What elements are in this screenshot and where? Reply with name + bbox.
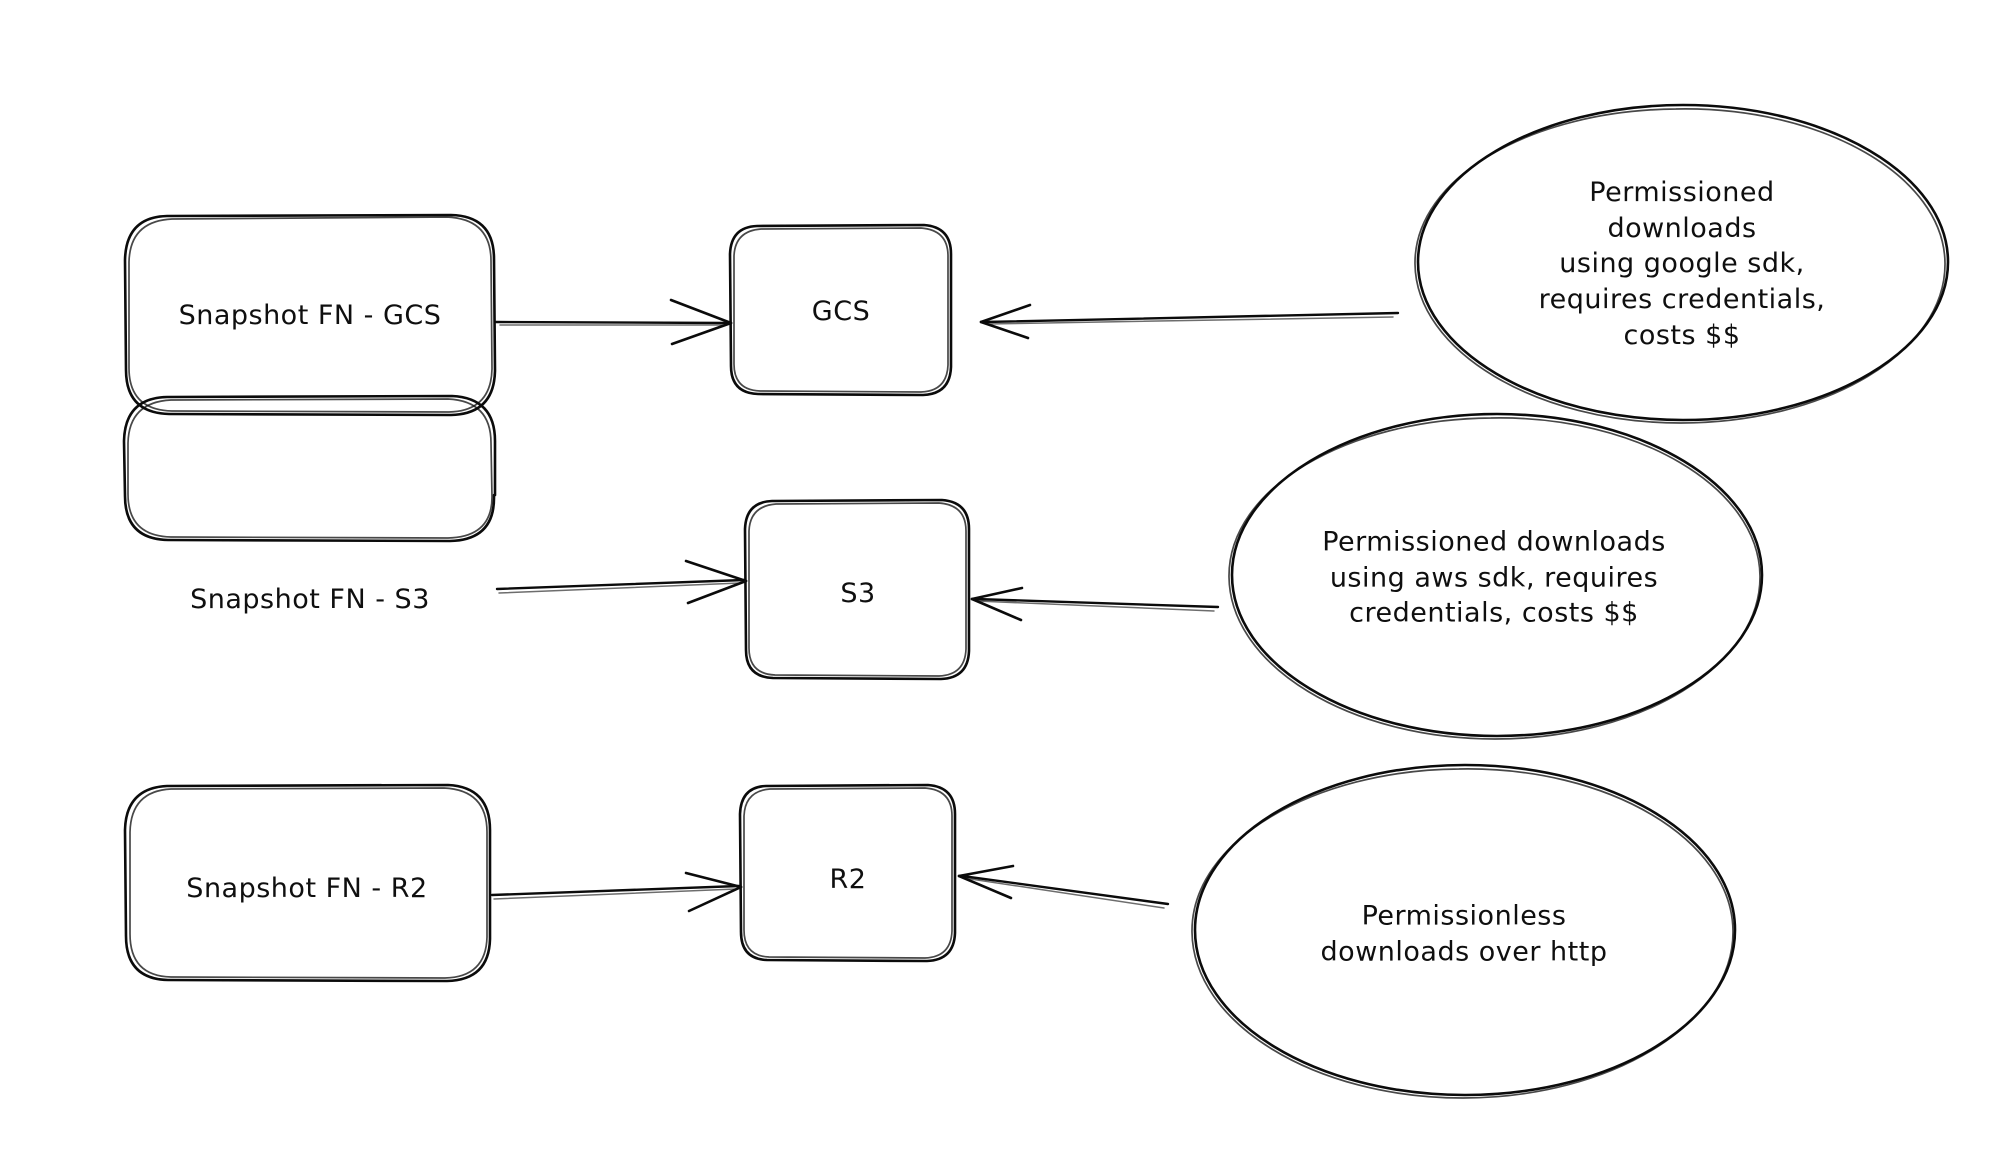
node-gcs-shape[interactable] [728, 223, 953, 397]
ellipse-note-gcs-shape [1414, 103, 1950, 424]
edge-snapshot-fn-r2-to-r2 [490, 871, 743, 913]
node-snapshot-fn-r2-shape[interactable] [123, 783, 492, 983]
arrowhead-upper [970, 586, 1024, 601]
arrowhead-upper [957, 864, 1015, 878]
node-snapshot-fn-s3-shape[interactable] [122, 394, 497, 543]
edge-note-s3-to-s3 [970, 586, 1220, 622]
arrowhead-lower [687, 885, 743, 913]
arrowhead-upper [684, 871, 743, 889]
node-snapshot-fn-gcs-shape[interactable] [123, 213, 497, 417]
ellipse-note-r2-shape [1191, 763, 1737, 1099]
edge-snapshot-fn-s3-to-s3 [495, 559, 748, 605]
edge-snapshot-fn-gcs-to-gcs [494, 298, 733, 346]
node-s3-shape[interactable] [743, 498, 971, 681]
arrowhead-lower [670, 321, 733, 346]
node-r2-shape[interactable] [738, 783, 957, 963]
arrowhead-lower [686, 579, 748, 605]
ellipse-note-s3-shape [1228, 412, 1764, 740]
edge-note-gcs-to-gcs [979, 303, 1400, 340]
arrowhead-lower [970, 597, 1023, 622]
arrowhead-upper [669, 298, 733, 325]
arrowhead-upper [684, 559, 748, 583]
arrowhead-upper [979, 303, 1032, 324]
edge-note-r2-to-r2 [957, 864, 1170, 909]
arrowhead-lower [957, 874, 1013, 900]
arrowhead-lower [979, 320, 1030, 340]
